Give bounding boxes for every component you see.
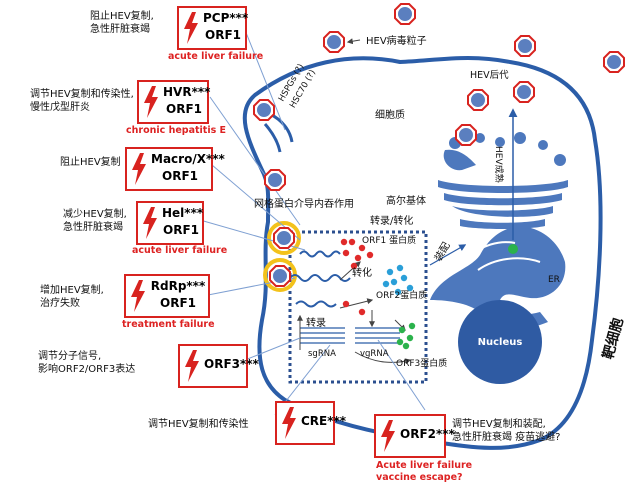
lightning-icon [143, 207, 157, 239]
orf2-protein-label: ORF2蛋白质 [376, 289, 427, 301]
hel-orf: ORF1 [163, 223, 199, 237]
pcp-box: PCP*** ORF1 [177, 6, 249, 50]
macro-orf: ORF1 [162, 169, 198, 183]
rdrp-box: RdRp*** ORF1 [124, 274, 210, 318]
lightning-icon [144, 86, 158, 118]
orf3-protein-label: ORF3蛋白质 [396, 357, 447, 369]
macro-name: Macro/X*** [151, 152, 225, 166]
er-label: ER [548, 275, 560, 285]
lightning-icon [131, 280, 145, 312]
macro-box: Macro/X*** ORF1 [125, 147, 225, 191]
clathrin-endocytosis-label: 网格蛋白介导内吞作用 [254, 197, 354, 210]
progeny-label: HEV后代 [470, 70, 509, 81]
transcription-label: 转录 [306, 316, 326, 329]
orf3-box: ORF3*** [178, 344, 259, 388]
orf3-description: 调节分子信号, 影响ORF2/ORF3表达 [38, 351, 136, 375]
rdrp-outcome: treatment failure [122, 319, 215, 330]
rdrp-name: RdRp*** [150, 279, 206, 293]
maturation-label: HEV成熟 [493, 146, 505, 183]
lightning-icon [185, 350, 199, 382]
vgrna-label: vgRNA [360, 349, 389, 359]
hvr-orf: ORF1 [166, 102, 202, 116]
orf2-description: 调节HEV复制和装配, 急性肝脏衰竭 疫苗逃避? [452, 419, 561, 443]
golgi-label: 高尔基体 [386, 194, 426, 207]
hvr-box: HVR*** ORF1 [137, 80, 211, 124]
orf3-name: ORF3*** [204, 357, 259, 371]
orf1-protein-label: ORF1 蛋白质 [362, 234, 416, 246]
target-cell-label: 靶细胞 [599, 316, 626, 361]
lightning-icon [282, 407, 296, 439]
lightning-icon [381, 420, 395, 452]
assembly-label: 装配 [431, 240, 452, 264]
lightning-icon [132, 153, 146, 185]
rdrp-description: 增加HEV复制, 治疗失败 [40, 285, 104, 309]
cell-membrane [242, 55, 603, 450]
hvr-name: HVR*** [163, 85, 211, 99]
hel-name: Hel*** [162, 206, 204, 220]
er-organelle [430, 226, 566, 329]
virion-label: HEV病毒粒子 [366, 34, 427, 47]
nucleus-label: Nucleus [478, 337, 523, 348]
lightning-icon [184, 12, 198, 44]
orf2-name: ORF2*** [400, 427, 455, 441]
pcp-orf: ORF1 [205, 28, 241, 42]
pcp-description: 阻止HEV复制, 急性肝脏衰竭 [90, 11, 154, 35]
pcp-name: PCP*** [203, 11, 249, 25]
translation-label: 转化 [352, 266, 372, 279]
replication-compartment [288, 230, 428, 384]
hel-box: Hel*** ORF1 [136, 201, 204, 245]
cre-description: 调节HEV复制和传染性 [148, 419, 249, 430]
orf2-outcome: Acute liver failure vaccine escape? [376, 460, 473, 483]
cre-box: CRE*** [275, 401, 347, 445]
hvr-outcome: chronic hepatitis E [126, 125, 227, 136]
orf2-box: ORF2*** [374, 414, 455, 458]
cytoplasm-label: 细胞质 [375, 108, 405, 121]
cre-name: CRE*** [301, 414, 347, 428]
sgrna-label: sgRNA [308, 349, 336, 359]
macro-description: 阻止HEV复制 [60, 157, 121, 168]
transcription-translation-label: 转录/转化 [370, 214, 413, 227]
pcp-outcome: acute liver failure [168, 51, 264, 62]
rdrp-orf: ORF1 [160, 296, 196, 310]
hel-description: 减少HEV复制, 急性肝脏衰竭 [63, 209, 127, 233]
hvr-description: 调节HEV复制和传染性, 慢性戊型肝炎 [30, 89, 134, 113]
hel-outcome: acute liver failure [132, 245, 228, 256]
virion-group [253, 3, 625, 287]
nucleus [458, 300, 542, 384]
